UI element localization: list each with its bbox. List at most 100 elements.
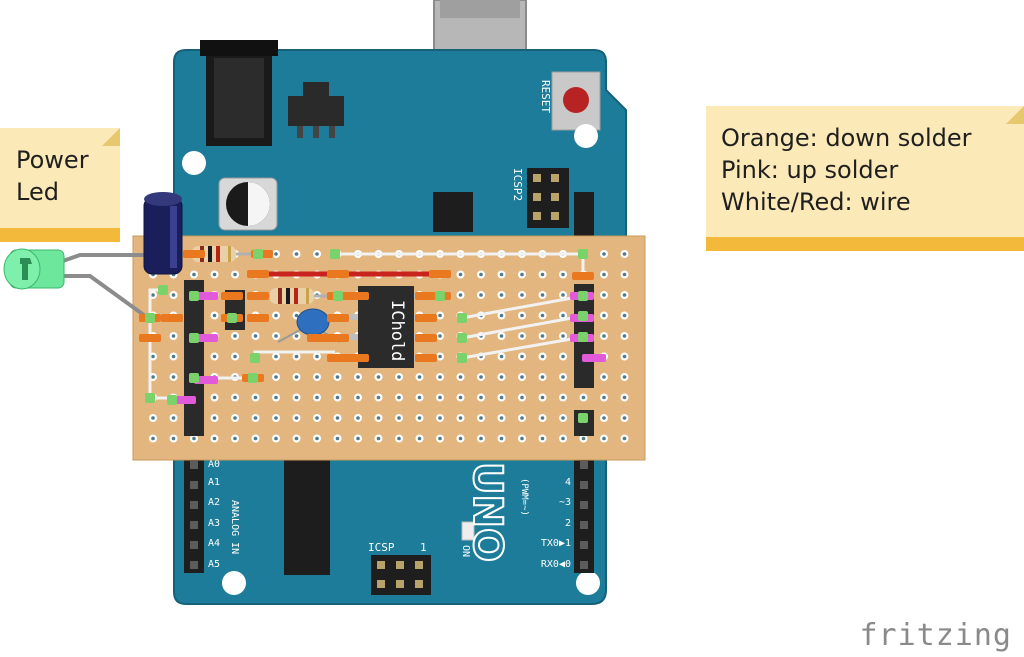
legend-pink: Pink: up solder [721,156,899,184]
stripboard-hole-center [356,375,360,379]
stripboard-hole-center [417,416,422,420]
uno-logo: UNO [464,462,510,562]
stripboard-hole-center [294,395,299,400]
stripboard-hole-center [212,313,217,318]
stripboard-hole-center [274,334,278,338]
stripboard-hole-center [171,293,176,297]
stripboard-hole-center [458,293,463,297]
stripboard-hole-center [581,436,586,441]
legend-orange: Orange: down solder [721,124,972,152]
analog-pin-a2: A2 [208,497,220,508]
legend-note: Orange: down solder Pink: up solder Whit… [706,106,1024,251]
usb-chip [433,192,473,232]
stripboard-hole-center [561,293,565,297]
stripboard-hole-center [171,354,176,359]
board-capacitor [218,177,278,231]
analog-pin-a1: A1 [208,477,220,488]
green-pad [145,393,155,403]
stripboard-hole-center [479,416,483,420]
stripboard-hole-center [151,436,155,441]
mounting-hole [574,124,598,148]
stripboard-hole-center [602,293,606,297]
orange-solder-joint [347,354,369,362]
stripboard-hole-center [561,272,565,277]
stripboard-hole-center [315,416,319,420]
stripboard-hole-center [397,416,401,420]
stripboard-hole-center [479,395,483,400]
power-note-text: Power Led [16,144,89,208]
stripboard-hole-center [253,395,258,400]
stripboard-hole-center [602,395,606,400]
stripboard-hole-center [520,416,524,420]
stripboard-hole-center [376,436,381,441]
green-pad [578,332,588,342]
stripboard-header-left [184,280,204,436]
orange-solder-joint [327,334,349,342]
stripboard-hole-center [499,313,504,318]
note-bar [706,237,1024,251]
stripboard-hole-center [315,395,319,400]
stripboard-hole-center [602,313,606,318]
stripboard-hole-center [520,313,524,318]
green-pad [253,249,263,259]
green-pad [457,313,467,323]
orange-solder-joint [307,334,329,342]
stripboard-hole-center [458,395,463,400]
stripboard-hole-center [376,395,381,400]
stripboard-hole-center [212,272,217,277]
stripboard-hole-center [274,436,278,441]
orange-solder-joint [347,292,369,300]
note-bar [0,228,120,242]
icsp-pin1-label: 1 [420,541,427,554]
orange-solder-joint [161,314,183,322]
stripboard-hole-center [274,252,278,256]
green-pad [578,249,588,259]
stripboard-hole-center [376,416,381,420]
stripboard-hole-center [397,395,401,400]
green-pad [330,249,340,259]
digital-header-top [574,192,594,240]
green-pad [167,395,177,405]
green-pad [457,353,467,363]
stripboard-hole-center [171,375,176,379]
stripboard-hole-center [622,395,627,400]
green-pad [248,373,258,383]
stripboard-hole-center [274,375,278,379]
stripboard-hole-center [417,436,422,441]
stripboard-hole-center [622,354,627,359]
digital-header-bottom [574,455,594,573]
stripboard-hole-center [417,395,422,400]
orange-solder-joint [327,354,349,362]
orange-solder-joint [247,314,269,322]
orange-solder-joint [247,270,269,278]
stripboard-hole-center [356,436,360,441]
orange-solder-joint [327,270,349,278]
icsp2-label: ICSP2 [511,168,524,201]
stripboard-hole-center [233,272,237,277]
stripboard-hole-center [561,354,565,359]
analog-pin-a4: A4 [208,538,220,549]
stripboard-hole-center [294,375,299,379]
orange-solder-joint [183,250,205,258]
on-led: ON [460,521,475,557]
stripboard-hole-center [520,395,524,400]
stripboard-hole-center [602,436,606,441]
green-pad [333,291,343,301]
stripboard-hole-center [356,395,360,400]
green-pad [189,291,199,301]
orange-solder-joint [429,270,451,278]
stripboard-hole-center [233,354,237,359]
orange-solder-joint [327,314,349,322]
power-led [3,248,65,290]
stripboard-hole-center [499,293,504,297]
stripboard-hole-center [376,375,381,379]
green-pads [145,249,588,423]
stripboard-hole-center [540,436,545,441]
stripboard-hole-center [602,252,606,256]
mounting-hole [576,571,600,595]
stripboard-hole-center [233,334,237,338]
stripboard-hole-center [438,354,442,359]
analog-header [184,455,204,573]
orange-solders [139,250,594,382]
stripboard-hole-center [458,272,463,277]
